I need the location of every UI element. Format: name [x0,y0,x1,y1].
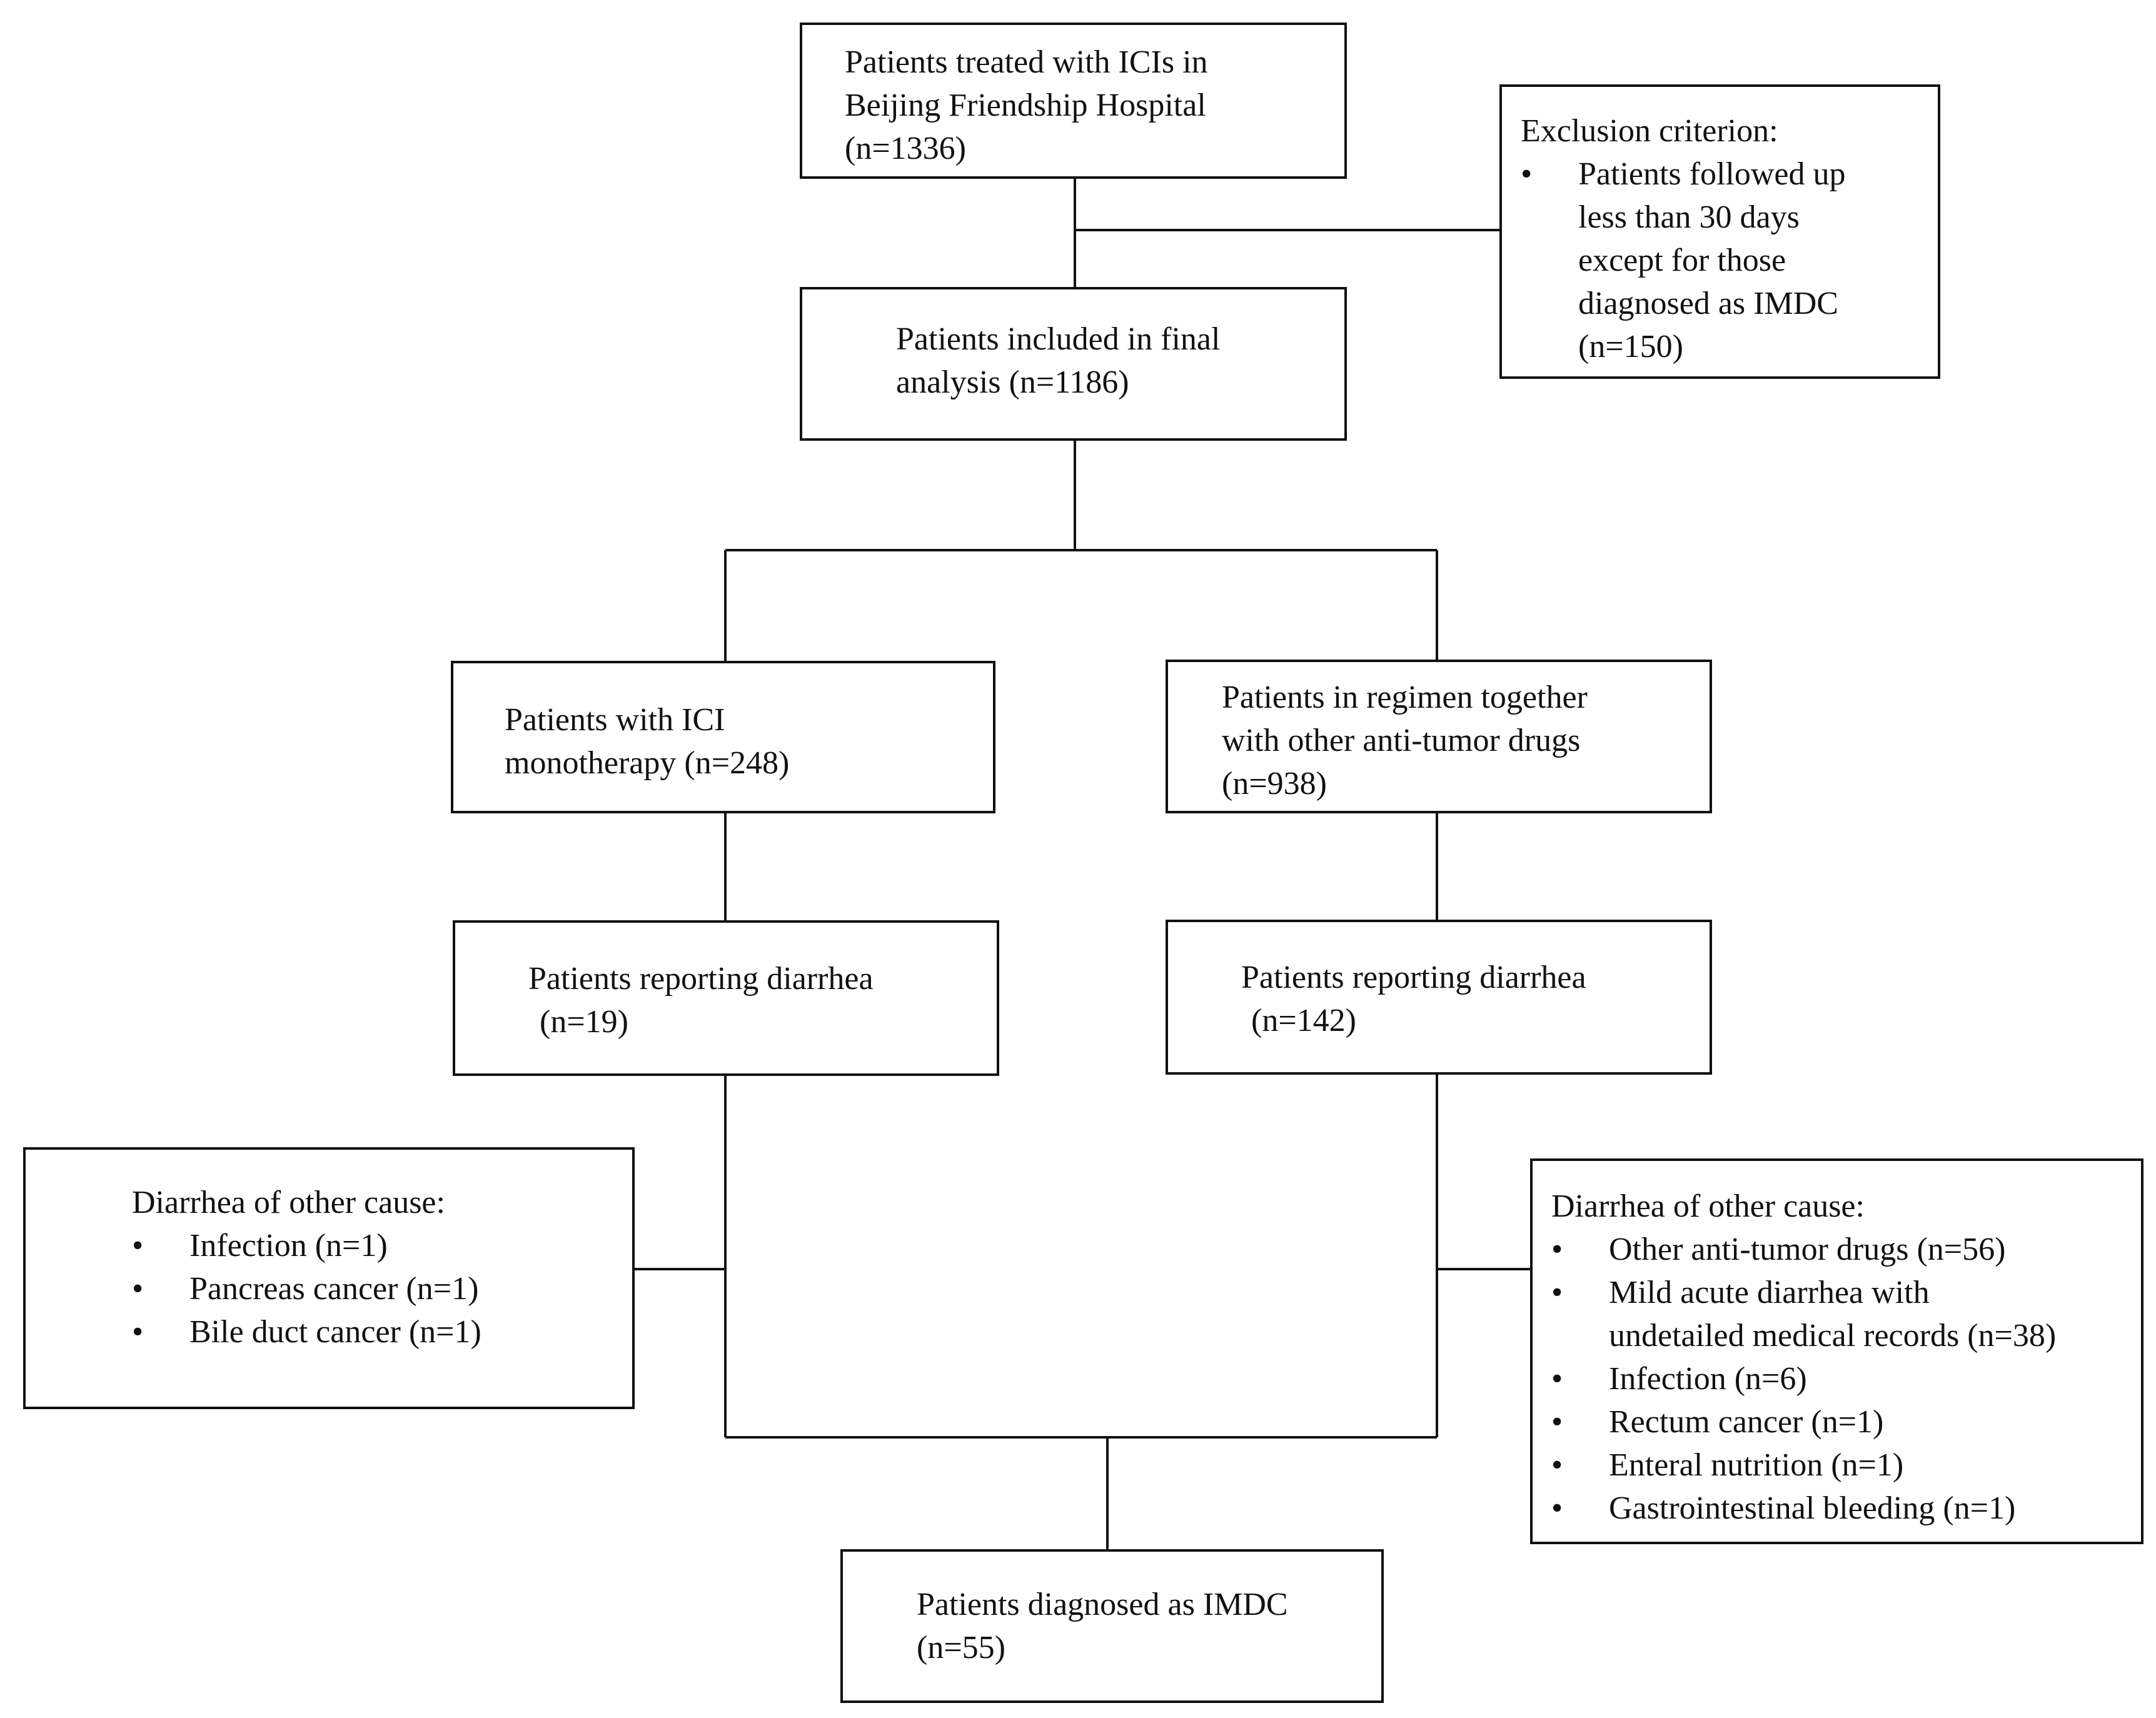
exclusion-item-line-3: except for those [1578,243,1786,278]
exclusion-item: • Patients followed up less than 30 days… [1521,153,1938,368]
bullet-mark: • [132,1228,144,1263]
exclusion-item-line-5: (n=150) [1578,329,1683,364]
included-line-2: analysis (n=1186) [896,364,1129,400]
diarrhea-combo-line-1: Patients reporting diarrhea [1241,960,1586,995]
exclusion-item-line-4: diagnosed as IMDC [1578,286,1838,321]
list-item: • Enteral nutrition (n=1) [1551,1444,2141,1487]
bullet-mark: • [132,1314,144,1350]
box-patients-included: Patients included in final analysis (n=1… [800,287,1347,441]
list-item: • Other anti-tumor drugs (n=56) [1551,1228,2141,1271]
list-item-text: Bile duct cancer (n=1) [189,1314,481,1350]
bullet-mark: • [1551,1490,1563,1526]
box-patients-imdc: Patients diagnosed as IMDC (n=55) [840,1549,1384,1703]
other-cause-left-title: Diarrhea of other cause: [132,1185,445,1220]
diarrhea-mono-line-1: Patients reporting diarrhea [528,961,874,997]
exclusion-list: • Patients followed up less than 30 days… [1521,153,1938,368]
bullet-mark: • [1551,1404,1563,1440]
exclusion-item-line-1: Patients followed up [1578,156,1846,192]
included-line-1: Patients included in final [896,321,1221,357]
treated-line-3: (n=1336) [845,131,966,166]
bullet-mark: • [1551,1361,1563,1397]
list-item-text: Other anti-tumor drugs (n=56) [1609,1232,2006,1267]
bullet-mark: • [1551,1275,1563,1310]
box-patients-treated: Patients treated with ICIs in Beijing Fr… [800,23,1347,179]
list-item: • Infection (n=6) [1551,1357,2141,1400]
list-item-text: Rectum cancer (n=1) [1609,1404,1884,1440]
bullet-mark: • [1521,156,1533,192]
box-other-cause-right: Diarrhea of other cause: • Other anti-tu… [1530,1158,2143,1544]
treated-line-2: Beijing Friendship Hospital [845,88,1206,123]
other-cause-right-title: Diarrhea of other cause: [1551,1188,1865,1224]
combination-line-2: with other anti-tumor drugs [1222,723,1581,758]
box-combination-regimen: Patients in regimen together with other … [1166,660,1712,813]
bullet-mark: • [1551,1447,1563,1483]
exclusion-item-line-2: less than 30 days [1578,199,1800,235]
other-cause-left-list: • Infection (n=1) • Pancreas cancer (n=1… [132,1224,632,1354]
list-item-text: Gastrointestinal bleeding (n=1) [1609,1490,2016,1526]
list-item: • Infection (n=1) [132,1224,632,1267]
list-item-text: Infection (n=1) [189,1228,388,1263]
diarrhea-mono-line-2: (n=19) [540,1004,628,1040]
list-item: • Mild acute diarrhea with undetailed me… [1551,1271,2141,1357]
diarrhea-combo-line-2: (n=142) [1251,1003,1356,1038]
other-cause-right-list: • Other anti-tumor drugs (n=56) • Mild a… [1551,1228,2141,1530]
list-item: • Pancreas cancer (n=1) [132,1267,632,1310]
list-item: • Gastrointestinal bleeding (n=1) [1551,1487,2141,1530]
list-item-text: Pancreas cancer (n=1) [189,1271,479,1307]
list-item-text: Enteral nutrition (n=1) [1609,1447,1904,1483]
box-other-cause-left: Diarrhea of other cause: • Infection (n=… [23,1147,635,1409]
monotherapy-line-1: Patients with ICI [505,702,725,738]
exclusion-title: Exclusion criterion: [1521,113,1778,149]
bullet-mark: • [1551,1232,1563,1267]
list-item-text: Infection (n=6) [1609,1361,1807,1397]
bullet-mark: • [132,1271,144,1307]
combination-line-1: Patients in regimen together [1222,680,1588,715]
list-item: • Bile duct cancer (n=1) [132,1310,632,1354]
list-item: • Rectum cancer (n=1) [1551,1400,2141,1444]
list-item-text: Mild acute diarrhea with [1609,1275,1930,1310]
box-ici-monotherapy: Patients with ICI monotherapy (n=248) [451,661,995,813]
treated-line-1: Patients treated with ICIs in [845,44,1208,80]
imdc-line-1: Patients diagnosed as IMDC [917,1587,1288,1622]
box-diarrhea-monotherapy: Patients reporting diarrhea (n=19) [453,920,999,1076]
imdc-line-2: (n=55) [917,1630,1005,1665]
list-item-text-cont: undetailed medical records (n=38) [1609,1318,2057,1354]
combination-line-3: (n=938) [1222,766,1327,801]
box-diarrhea-combination: Patients reporting diarrhea (n=142) [1166,920,1712,1075]
box-exclusion-criterion: Exclusion criterion: • Patients followed… [1499,84,1940,379]
monotherapy-line-2: monotherapy (n=248) [505,745,790,781]
